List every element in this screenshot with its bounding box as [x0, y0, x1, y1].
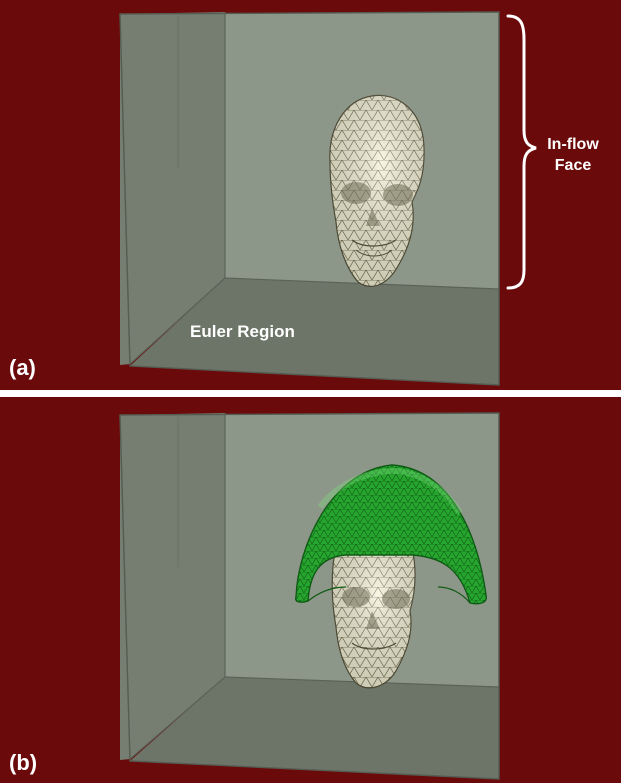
panel-a-label: (a): [9, 355, 36, 381]
panel-b-scene: [0, 397, 621, 783]
inflow-label-line-2: Face: [528, 155, 618, 176]
panel-a-scene: [0, 0, 621, 390]
inflow-label-line-1: In-flow: [528, 134, 618, 155]
panel-b: (b): [0, 397, 621, 783]
euler-region-label: Euler Region: [190, 322, 295, 342]
euler-box: [120, 413, 499, 779]
panel-a: In-flow Face Euler Region (a): [0, 0, 621, 390]
inflow-face-label: In-flow Face: [528, 134, 618, 176]
panel-b-label: (b): [9, 750, 37, 776]
euler-box: [120, 12, 499, 385]
